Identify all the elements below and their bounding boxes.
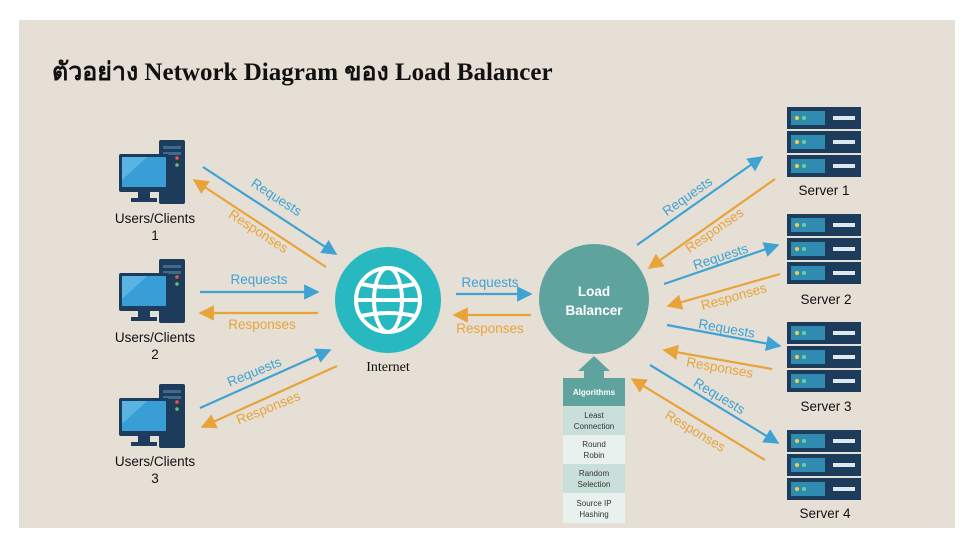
response-arrow: [647, 178, 776, 269]
client-3-label: Users/Clients: [115, 454, 196, 469]
response-arrow: [666, 272, 781, 310]
client-1: Users/Clients 1: [115, 140, 196, 243]
server-icon: [787, 322, 861, 392]
response-arrow: [192, 179, 327, 268]
internet-node: Internet: [335, 247, 441, 375]
diagram-title: ตัวอย่าง Network Diagram ของ Load Balanc…: [52, 59, 553, 86]
request-arrow: [199, 348, 332, 410]
algorithm-item-label: Selection: [578, 480, 611, 489]
load-balancer-node: Load Balancer: [539, 244, 649, 354]
client-1-number: 1: [151, 228, 159, 243]
server-1-label: Server 1: [798, 183, 849, 198]
requests-label: Requests: [461, 275, 518, 290]
server-3-flow: Requests Responses: [662, 316, 782, 381]
algorithm-item: [563, 464, 625, 493]
algorithm-item-label: Robin: [584, 451, 605, 460]
computer-icon: [119, 140, 185, 204]
request-arrow: [202, 166, 338, 255]
algorithm-item-label: Random: [579, 469, 610, 478]
server-icon: [787, 430, 861, 500]
server-1-flow: Requests Responses: [636, 156, 776, 269]
client-2: Users/Clients 2: [115, 259, 196, 362]
algorithms-panel: Algorithms Least Connection Round Robin …: [563, 356, 625, 523]
responses-label: Responses: [228, 317, 296, 332]
algorithm-item: [563, 493, 625, 523]
load-balancer-circle: [539, 244, 649, 354]
up-arrow-icon: [578, 356, 610, 371]
server-4-flow: Requests Responses: [630, 364, 780, 461]
response-arrow: [662, 344, 773, 371]
algorithm-item-label: Round: [582, 440, 606, 449]
client-1-label: Users/Clients: [115, 211, 196, 226]
responses-label: Responses: [699, 280, 768, 313]
response-arrow: [200, 364, 338, 429]
client-1-flow: Requests Responses: [192, 166, 338, 268]
client-2-flow: Requests Responses: [198, 272, 320, 332]
server-2: Server 2: [787, 214, 861, 307]
responses-label: Responses: [685, 354, 754, 381]
computer-icon: [119, 384, 185, 448]
internet-label: Internet: [366, 360, 410, 375]
algorithm-item: [563, 435, 625, 464]
server-4-label: Server 4: [799, 506, 851, 521]
algorithm-item-label: Least: [584, 411, 604, 420]
server-2-label: Server 2: [800, 292, 851, 307]
globe-icon: [354, 266, 422, 334]
request-arrow: [636, 156, 764, 246]
responses-label: Responses: [456, 321, 524, 336]
client-3-flow: Requests Responses: [199, 348, 338, 429]
algorithms-header-label: Algorithms: [573, 388, 616, 397]
server-icon: [787, 214, 861, 284]
request-arrow: [666, 323, 782, 352]
requests-label: Requests: [230, 272, 287, 287]
requests-label: Requests: [248, 175, 304, 219]
server-3-label: Server 3: [800, 399, 851, 414]
load-balancer-label-line2: Balancer: [565, 303, 623, 318]
load-balancer-label-line1: Load: [578, 284, 610, 299]
server-3: Server 3: [787, 322, 861, 414]
algorithm-item: [563, 406, 625, 435]
server-4: Server 4: [787, 430, 861, 521]
request-arrow: [663, 242, 780, 286]
server-icon: [787, 107, 861, 177]
client-2-number: 2: [151, 347, 159, 362]
algorithms-header: [563, 378, 625, 406]
responses-label: Responses: [226, 207, 291, 257]
client-3: Users/Clients 3: [115, 384, 196, 486]
client-2-label: Users/Clients: [115, 330, 196, 345]
internet-lb-flow: Requests Responses: [452, 275, 533, 336]
server-2-flow: Requests Responses: [663, 241, 781, 313]
computer-icon: [119, 259, 185, 323]
client-3-number: 3: [151, 471, 159, 486]
algorithm-item-label: Source IP: [576, 499, 611, 508]
algorithm-item-label: Hashing: [579, 510, 608, 519]
request-arrow: [649, 364, 780, 444]
response-arrow: [630, 378, 766, 461]
algorithm-item-label: Connection: [574, 422, 614, 431]
server-1: Server 1: [787, 107, 861, 198]
